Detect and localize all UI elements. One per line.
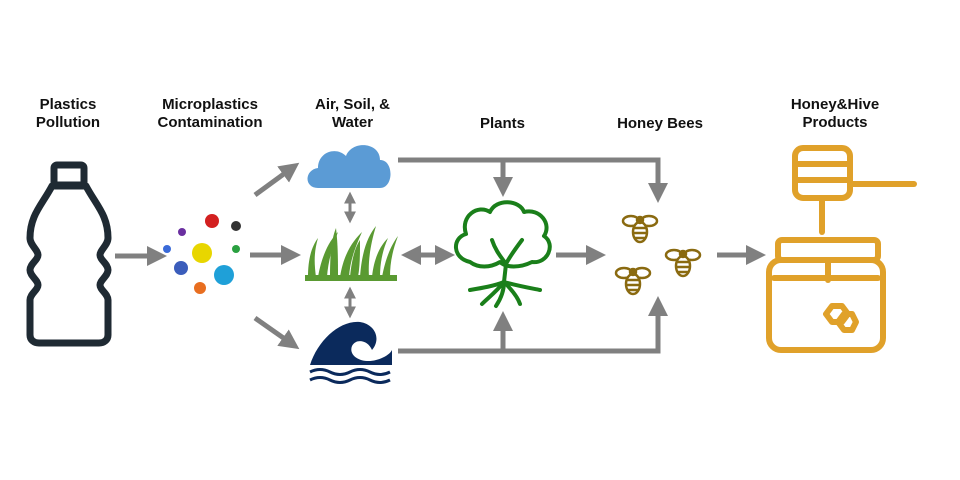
bottle-icon bbox=[26, 161, 112, 347]
arrow-air-to-bees bbox=[503, 157, 668, 203]
label-plastics-pollution: Plastics Pollution bbox=[35, 96, 101, 131]
bee-icon bbox=[614, 214, 702, 296]
wave-icon bbox=[309, 321, 392, 384]
honey-jar-icon bbox=[766, 145, 917, 353]
tree-icon bbox=[454, 200, 552, 308]
cloud-icon bbox=[307, 145, 391, 188]
arrow-water-to-plants bbox=[398, 311, 513, 354]
arrow-air-to-plants bbox=[398, 157, 513, 197]
label-honey-hive-products: Honey&Hive Products bbox=[790, 96, 880, 131]
label-honey-bees: Honey Bees bbox=[617, 115, 703, 132]
flow-arrows bbox=[115, 157, 766, 354]
microplastics-icon bbox=[163, 214, 241, 294]
arrow-microplastics-to-water bbox=[253, 315, 300, 350]
label-microplastics-contamination: Microplastics Contamination bbox=[157, 96, 263, 131]
label-air-soil-water: Air, Soil, & Water bbox=[314, 96, 390, 131]
grass-icon bbox=[305, 226, 398, 281]
arrow-water-to-bees bbox=[503, 296, 668, 354]
arrow-microplastics-to-air bbox=[253, 162, 300, 198]
label-plants: Plants bbox=[479, 115, 525, 132]
